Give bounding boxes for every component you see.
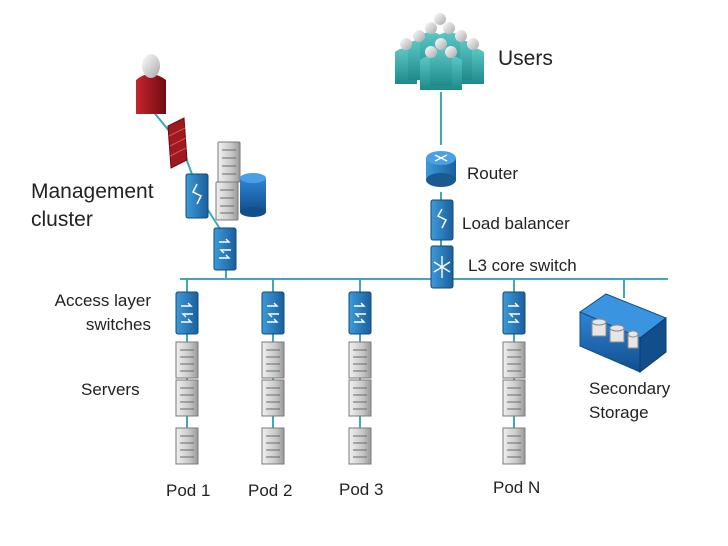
router-label: Router	[467, 164, 519, 183]
pod-label: Pod 1	[166, 481, 211, 500]
access-switch-icon	[261, 291, 285, 335]
server-icon	[348, 427, 372, 465]
server-icon	[261, 379, 285, 417]
management-cluster	[185, 141, 266, 271]
firewall-icon	[167, 117, 188, 169]
pod-label: Pod 2	[248, 481, 293, 500]
management-cluster-label-line1: Management	[31, 180, 154, 203]
admin-user-icon	[136, 54, 166, 114]
pod-1	[175, 291, 199, 465]
server-icon	[261, 341, 285, 379]
database-icon	[240, 173, 266, 217]
user-group-icon	[395, 13, 484, 90]
load-balancer-icon	[185, 173, 209, 219]
secondary-storage-label-line1: Secondary	[589, 379, 671, 398]
server-icon	[502, 379, 526, 417]
pod-n	[502, 291, 526, 465]
server-icon	[175, 341, 199, 379]
l3-core-switch-label: L3 core switch	[468, 256, 577, 275]
server-icon	[348, 341, 372, 379]
access-switch-icon	[213, 227, 237, 271]
server-icon	[217, 141, 241, 183]
pod-label: Pod N	[493, 478, 541, 497]
access-switch-icon	[502, 291, 526, 335]
server-icon	[502, 341, 526, 379]
storage-array-icon	[578, 293, 668, 374]
server-icon	[502, 427, 526, 465]
l3-core-switch-icon	[430, 245, 454, 289]
access-switch-icon	[175, 291, 199, 335]
access-layer-label-line2: switches	[85, 315, 151, 334]
server-icon	[261, 427, 285, 465]
server-icon	[348, 379, 372, 417]
server-icon	[215, 181, 239, 221]
access-layer-label-line1: Access layer	[54, 291, 151, 310]
users-label: Users	[498, 47, 553, 70]
pod-2	[261, 291, 285, 465]
access-switch-icon	[348, 291, 372, 335]
load-balancer-label: Load balancer	[462, 214, 570, 233]
server-icon	[175, 379, 199, 417]
servers-label: Servers	[81, 380, 140, 399]
pod-label: Pod 3	[339, 480, 384, 499]
load-balancer-icon	[430, 199, 454, 241]
management-cluster-label-line2: cluster	[31, 208, 93, 231]
server-icon	[175, 427, 199, 465]
secondary-storage-label-line2: Storage	[589, 403, 649, 422]
pod-3	[348, 291, 372, 465]
router-icon	[426, 151, 456, 187]
